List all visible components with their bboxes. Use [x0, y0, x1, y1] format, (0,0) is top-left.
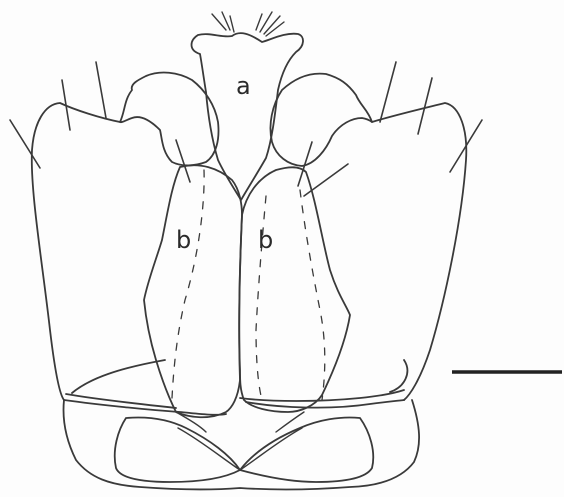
- median-plate: [192, 33, 304, 200]
- right-hooked-process: [270, 74, 372, 166]
- right-lateral-lobe: [372, 103, 466, 400]
- central-junction: [176, 412, 304, 470]
- apical-setae: [212, 12, 284, 36]
- left-paramere-dash: [172, 170, 204, 398]
- right-lower-lobe: [240, 417, 373, 482]
- right-basal-ridge: [390, 360, 407, 392]
- right-paramere: [239, 167, 350, 412]
- left-hooked-process: [120, 73, 219, 166]
- basal-band-left-lower: [66, 394, 176, 408]
- label-b-right: b: [258, 226, 273, 254]
- right-paramere-dash-outer: [300, 190, 325, 400]
- left-basal-ridge: [72, 360, 165, 393]
- label-a: a: [236, 72, 251, 100]
- lower-frame: [64, 400, 420, 489]
- left-lateral-lobe: [32, 103, 120, 400]
- left-paramere: [144, 165, 242, 417]
- left-lower-lobe: [115, 417, 240, 482]
- label-b-left: b: [176, 226, 191, 254]
- basal-band-left: [64, 400, 226, 415]
